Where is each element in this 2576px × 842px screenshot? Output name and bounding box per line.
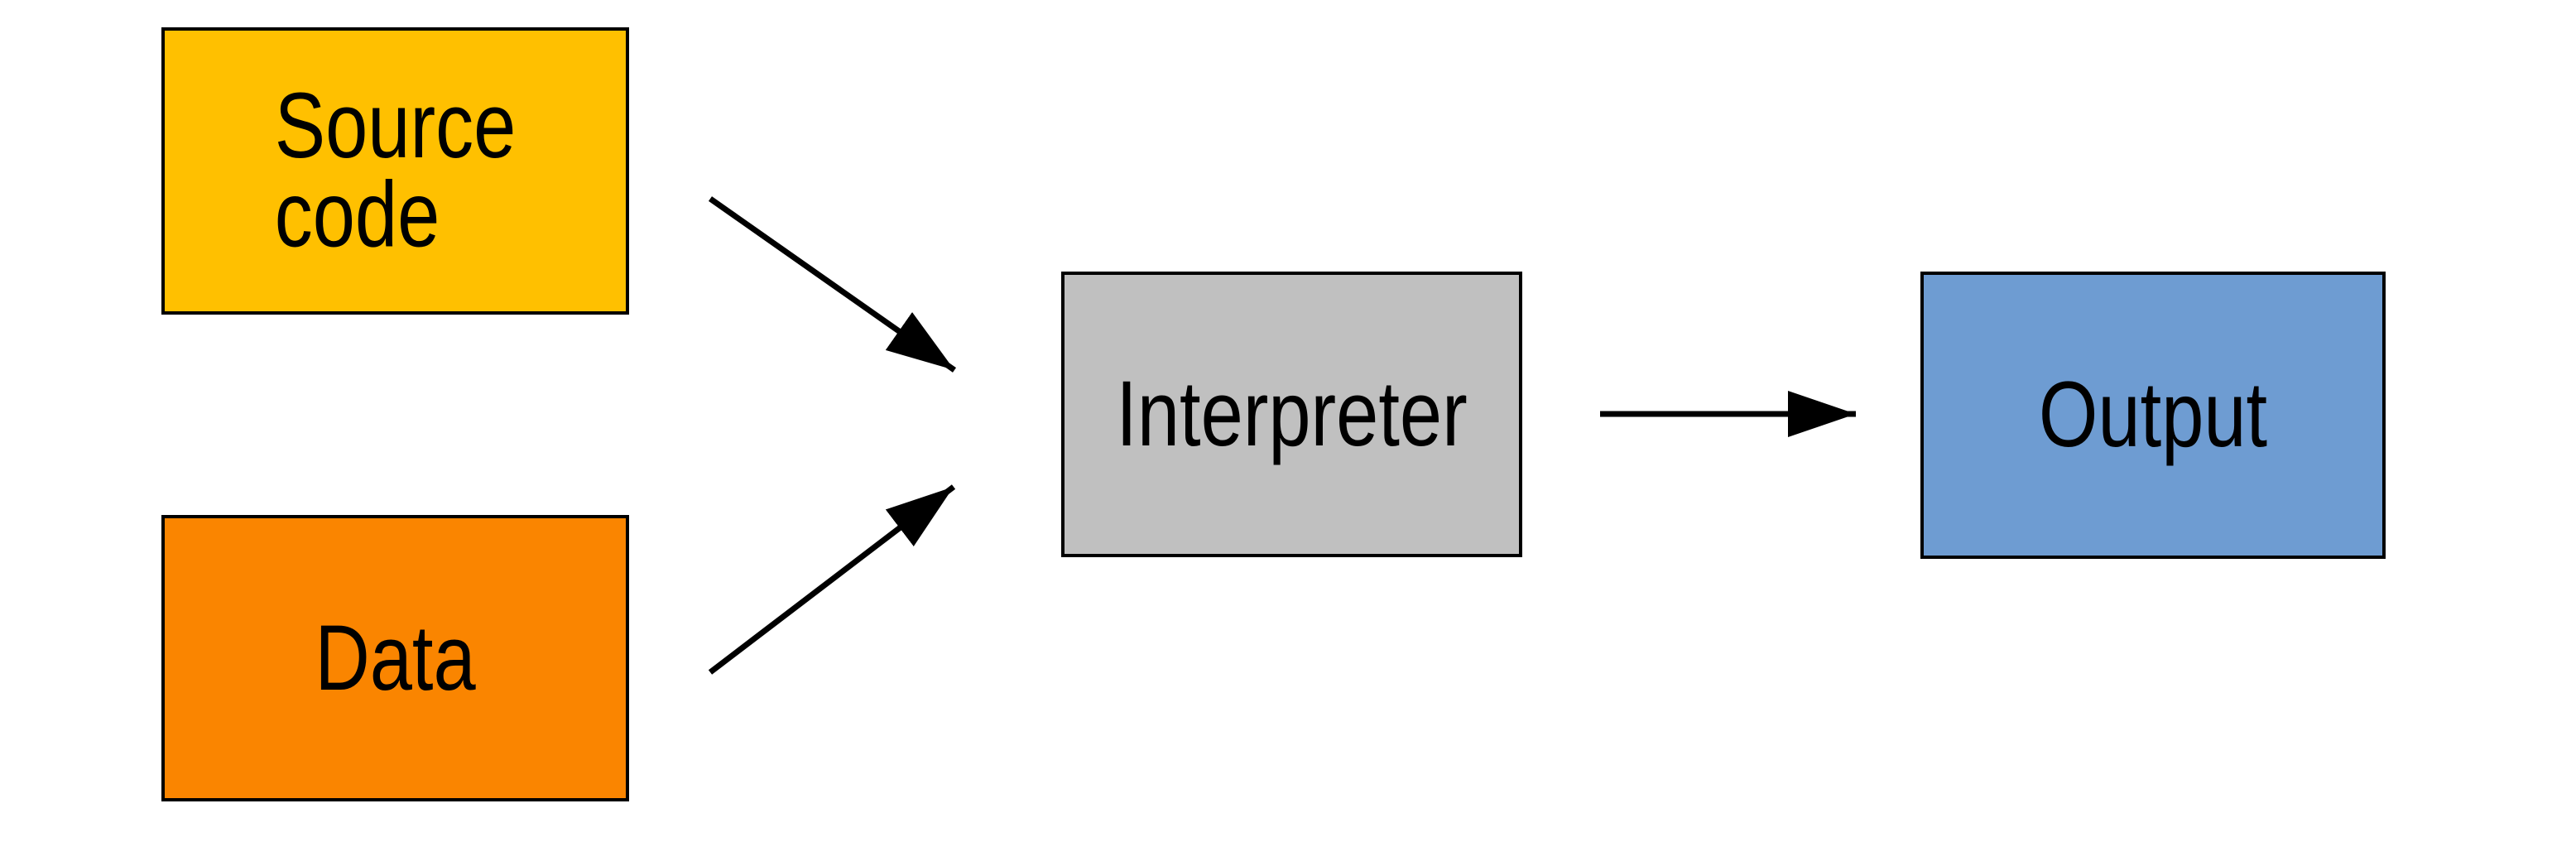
node-output-label: Output bbox=[2038, 363, 2268, 467]
node-data: Data bbox=[161, 515, 629, 801]
node-source-code-label: Source code bbox=[274, 75, 517, 267]
node-output: Output bbox=[1920, 272, 2386, 559]
node-source-code: Source code bbox=[161, 27, 629, 315]
edge-data-to-interpreter bbox=[708, 484, 956, 675]
node-data-label: Data bbox=[315, 606, 476, 710]
node-interpreter-label: Interpreter bbox=[1116, 363, 1468, 466]
node-interpreter: Interpreter bbox=[1061, 272, 1522, 557]
edge-source-code-to-interpreter bbox=[708, 196, 957, 373]
